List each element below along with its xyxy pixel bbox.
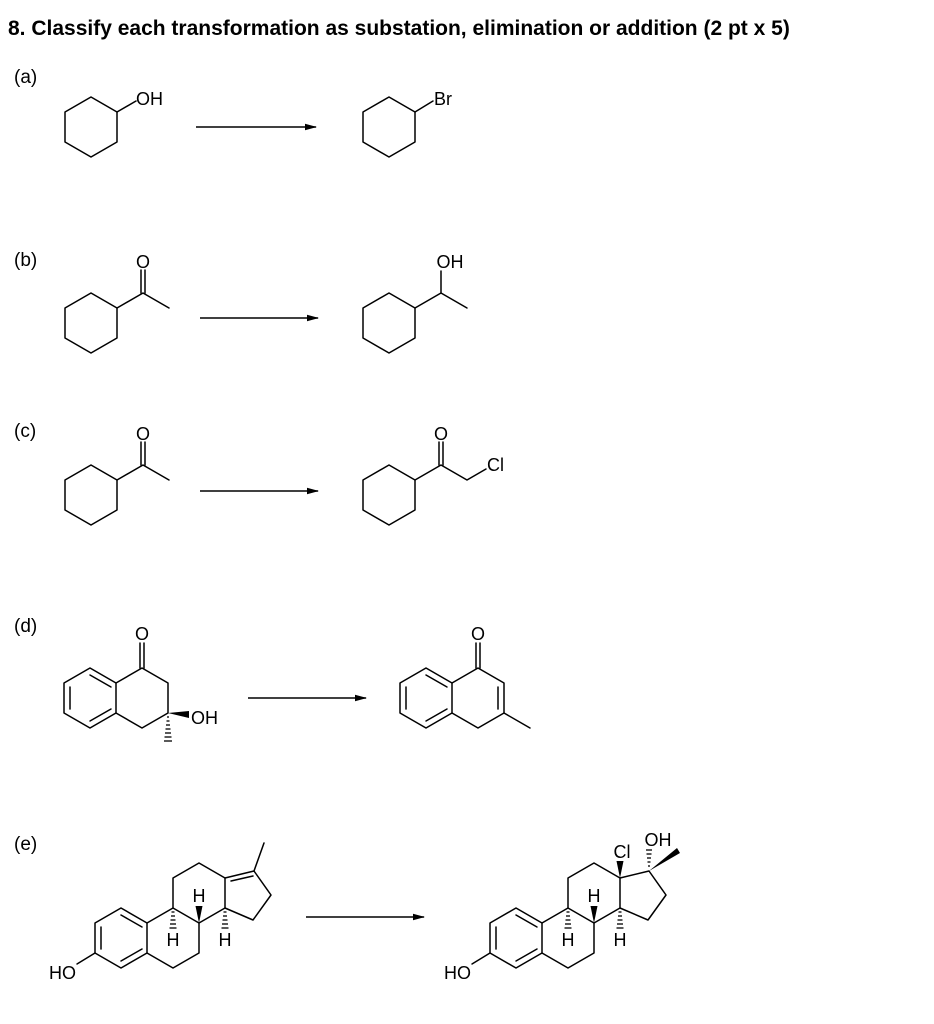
cyclohexane-ring bbox=[362, 464, 416, 526]
aromatic-double-bond bbox=[89, 708, 112, 722]
wedge-bond-h bbox=[195, 906, 203, 923]
c-o-bond bbox=[76, 952, 96, 965]
side-chain bbox=[116, 464, 170, 481]
product-c-chloroketone: O Cl bbox=[362, 424, 504, 526]
cyclohexane-ring bbox=[64, 96, 118, 158]
cyclohexane-ring bbox=[64, 464, 118, 526]
reactant-e-steroid: HO H H H bbox=[49, 842, 272, 983]
atom-label-oh: OH bbox=[645, 830, 672, 850]
aromatic-double-bond bbox=[120, 914, 143, 928]
atom-label-h: H bbox=[562, 930, 575, 950]
reaction-c: O O Cl bbox=[64, 424, 504, 526]
atom-label-o: O bbox=[136, 424, 150, 444]
reactant-d-tetralone: O OH bbox=[63, 624, 218, 742]
atom-label-oh: OH bbox=[191, 708, 218, 728]
atom-label-h: H bbox=[167, 930, 180, 950]
atom-label-h: H bbox=[193, 886, 206, 906]
part-label-a: (a) bbox=[14, 67, 38, 88]
atom-label-br: Br bbox=[434, 89, 452, 109]
product-e-steroid: HO H H H Cl bbox=[444, 830, 680, 983]
cyclohexane-ring bbox=[362, 292, 416, 354]
methyl-bond bbox=[503, 712, 531, 729]
ring-a bbox=[489, 907, 543, 969]
part-label-e: (e) bbox=[14, 834, 38, 855]
aromatic-double-bond bbox=[120, 948, 143, 962]
atom-label-cl: Cl bbox=[614, 842, 631, 862]
part-label-d: (d) bbox=[14, 616, 38, 637]
methyl-bond bbox=[253, 842, 265, 872]
cyclohexanone-ring bbox=[115, 667, 169, 729]
hashed-bond-oh bbox=[646, 849, 652, 867]
wedge-bond-oh bbox=[168, 711, 189, 718]
product-a-bromocyclohexane: Br bbox=[362, 89, 452, 158]
reactant-b-ketone: O bbox=[64, 252, 170, 354]
hashed-bond-h bbox=[616, 911, 624, 929]
reaction-b: O OH bbox=[64, 252, 468, 354]
aromatic-double-bond bbox=[515, 948, 538, 962]
atom-label-ho: HO bbox=[49, 963, 76, 983]
hashed-bond-h bbox=[169, 911, 177, 929]
ring-c bbox=[567, 862, 621, 924]
c-o-bond bbox=[116, 100, 137, 113]
reaction-d: O OH O bbox=[63, 624, 531, 742]
ring-a bbox=[94, 907, 148, 969]
aromatic-double-bond bbox=[515, 914, 538, 928]
side-chain bbox=[116, 292, 170, 309]
reactant-a-cyclohexanol: OH bbox=[64, 89, 163, 158]
aromatic-double-bond bbox=[425, 674, 448, 688]
ring-b bbox=[146, 907, 200, 969]
ring-d bbox=[619, 870, 667, 921]
reaction-a: OH Br bbox=[64, 89, 452, 158]
c-br-bond bbox=[414, 100, 434, 113]
atom-label-o: O bbox=[434, 424, 448, 444]
ring-d bbox=[224, 870, 272, 921]
atom-label-h: H bbox=[614, 930, 627, 950]
atom-label-ho: HO bbox=[444, 963, 471, 983]
product-b-alcohol: OH bbox=[362, 252, 468, 354]
side-chain bbox=[414, 292, 468, 309]
part-label-b: (b) bbox=[14, 250, 38, 271]
enone-ring bbox=[451, 667, 505, 729]
ring-b bbox=[541, 907, 595, 969]
aromatic-double-bond bbox=[89, 674, 112, 688]
reactant-c-ketone: O bbox=[64, 424, 170, 526]
wedge-bond-h bbox=[590, 906, 598, 923]
hashed-bond-h bbox=[564, 911, 572, 929]
atom-label-o: O bbox=[471, 624, 485, 644]
wedge-bond-methyl bbox=[649, 848, 680, 871]
hashed-bond-h bbox=[221, 911, 229, 929]
part-label-c: (c) bbox=[14, 421, 37, 442]
benzene-ring bbox=[63, 667, 117, 729]
atom-label-o: O bbox=[135, 624, 149, 644]
product-d-naphthalenone: O bbox=[399, 624, 531, 729]
atom-label-h: H bbox=[219, 930, 232, 950]
cyclohexane-ring bbox=[362, 96, 416, 158]
atom-label-cl: Cl bbox=[487, 455, 504, 475]
aromatic-double-bond bbox=[425, 708, 448, 722]
c-o-bond bbox=[471, 952, 491, 965]
benzene-ring bbox=[399, 667, 453, 729]
atom-label-h: H bbox=[588, 886, 601, 906]
atom-label-o: O bbox=[136, 252, 150, 272]
cyclohexane-ring bbox=[64, 292, 118, 354]
hashed-bond-methyl bbox=[164, 716, 172, 742]
atom-label-oh: OH bbox=[437, 252, 464, 272]
c-c-double-bond bbox=[230, 875, 254, 882]
reaction-e: HO H H H bbox=[49, 830, 680, 983]
atom-label-oh: OH bbox=[136, 89, 163, 109]
ring-c bbox=[172, 862, 226, 924]
wedge-bond-cl bbox=[616, 861, 624, 878]
question-title: 8. Classify each transformation as subst… bbox=[8, 17, 790, 40]
side-chain bbox=[414, 464, 487, 481]
